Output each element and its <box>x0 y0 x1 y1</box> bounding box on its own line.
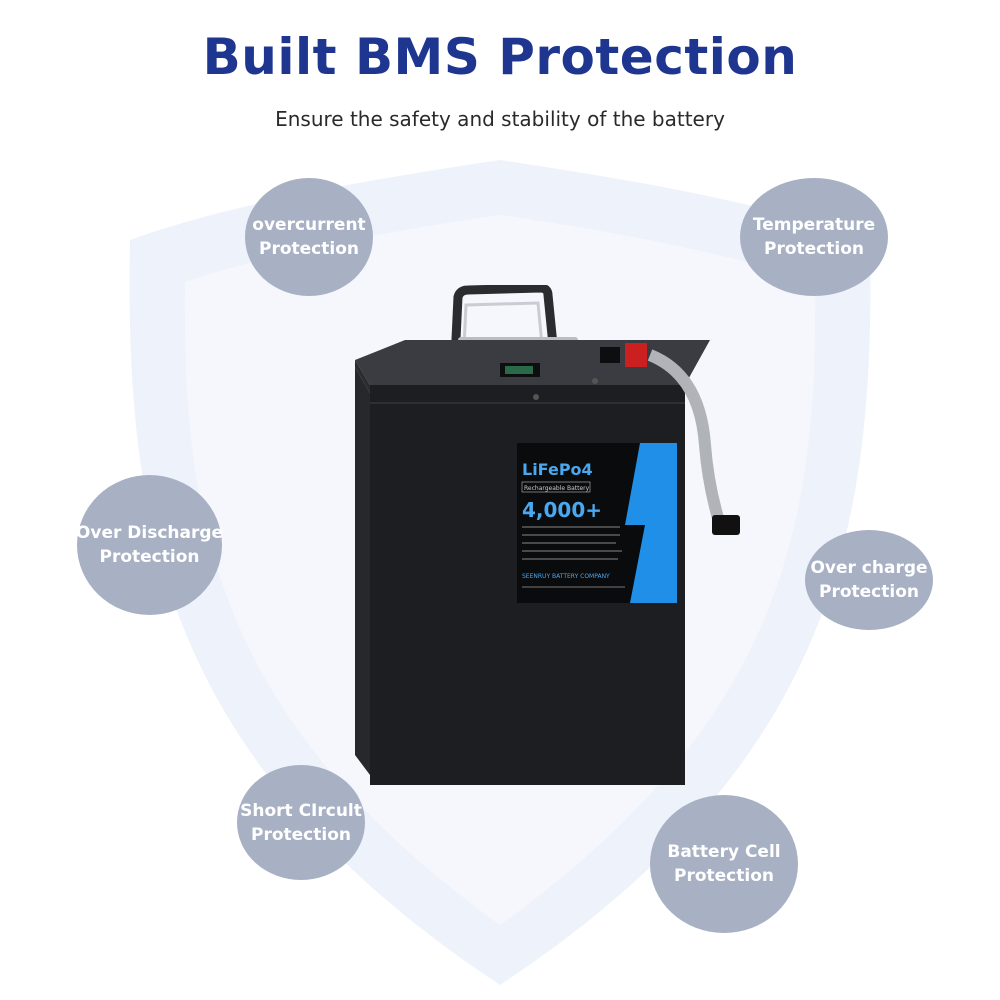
page-subtitle: Ensure the safety and stability of the b… <box>275 107 725 131</box>
feature-line1: Over Discharge <box>75 523 224 543</box>
feature-line2: Protection <box>819 582 919 602</box>
battery-company: SEENRUY BATTERY COMPANY <box>522 573 610 580</box>
battery-cable <box>647 349 726 527</box>
feature-over-charge-protection: Over charge Protection <box>805 530 933 630</box>
page-title: Built BMS Protection <box>202 28 798 86</box>
feature-line1: overcurrent <box>252 215 366 235</box>
battery-pack-image: LiFePo4 Rechargeable Battery 4,000+ SEEN… <box>355 285 740 785</box>
feature-line1: Battery Cell <box>667 842 781 862</box>
battery-type: Rechargeable Battery <box>524 485 590 492</box>
feature-short-circuit-protection: Short CIrcult Protection <box>237 765 365 880</box>
feature-line2: Protection <box>251 824 351 845</box>
feature-line2: Protection <box>259 239 359 259</box>
feature-line1: Over charge <box>810 558 928 578</box>
battery-chemistry: LiFePo4 <box>522 460 593 479</box>
feature-line2: Protection <box>674 866 774 886</box>
feature-line1: Temperature <box>752 215 876 235</box>
feature-line2: Protection <box>764 239 864 259</box>
feature-line2: Protection <box>99 547 200 567</box>
feature-temperature-protection: Temperature Protection <box>740 178 888 296</box>
feature-line1: Short CIrcult <box>240 800 362 821</box>
battery-cycles: 4,000+ <box>522 498 602 522</box>
feature-over-discharge-protection: Over Discharge Protection <box>75 475 224 615</box>
battery-handle <box>450 285 558 365</box>
feature-battery-cell-protection: Battery Cell Protection <box>650 795 798 933</box>
feature-overcurrent-protection: overcurrent Protection <box>245 178 373 296</box>
